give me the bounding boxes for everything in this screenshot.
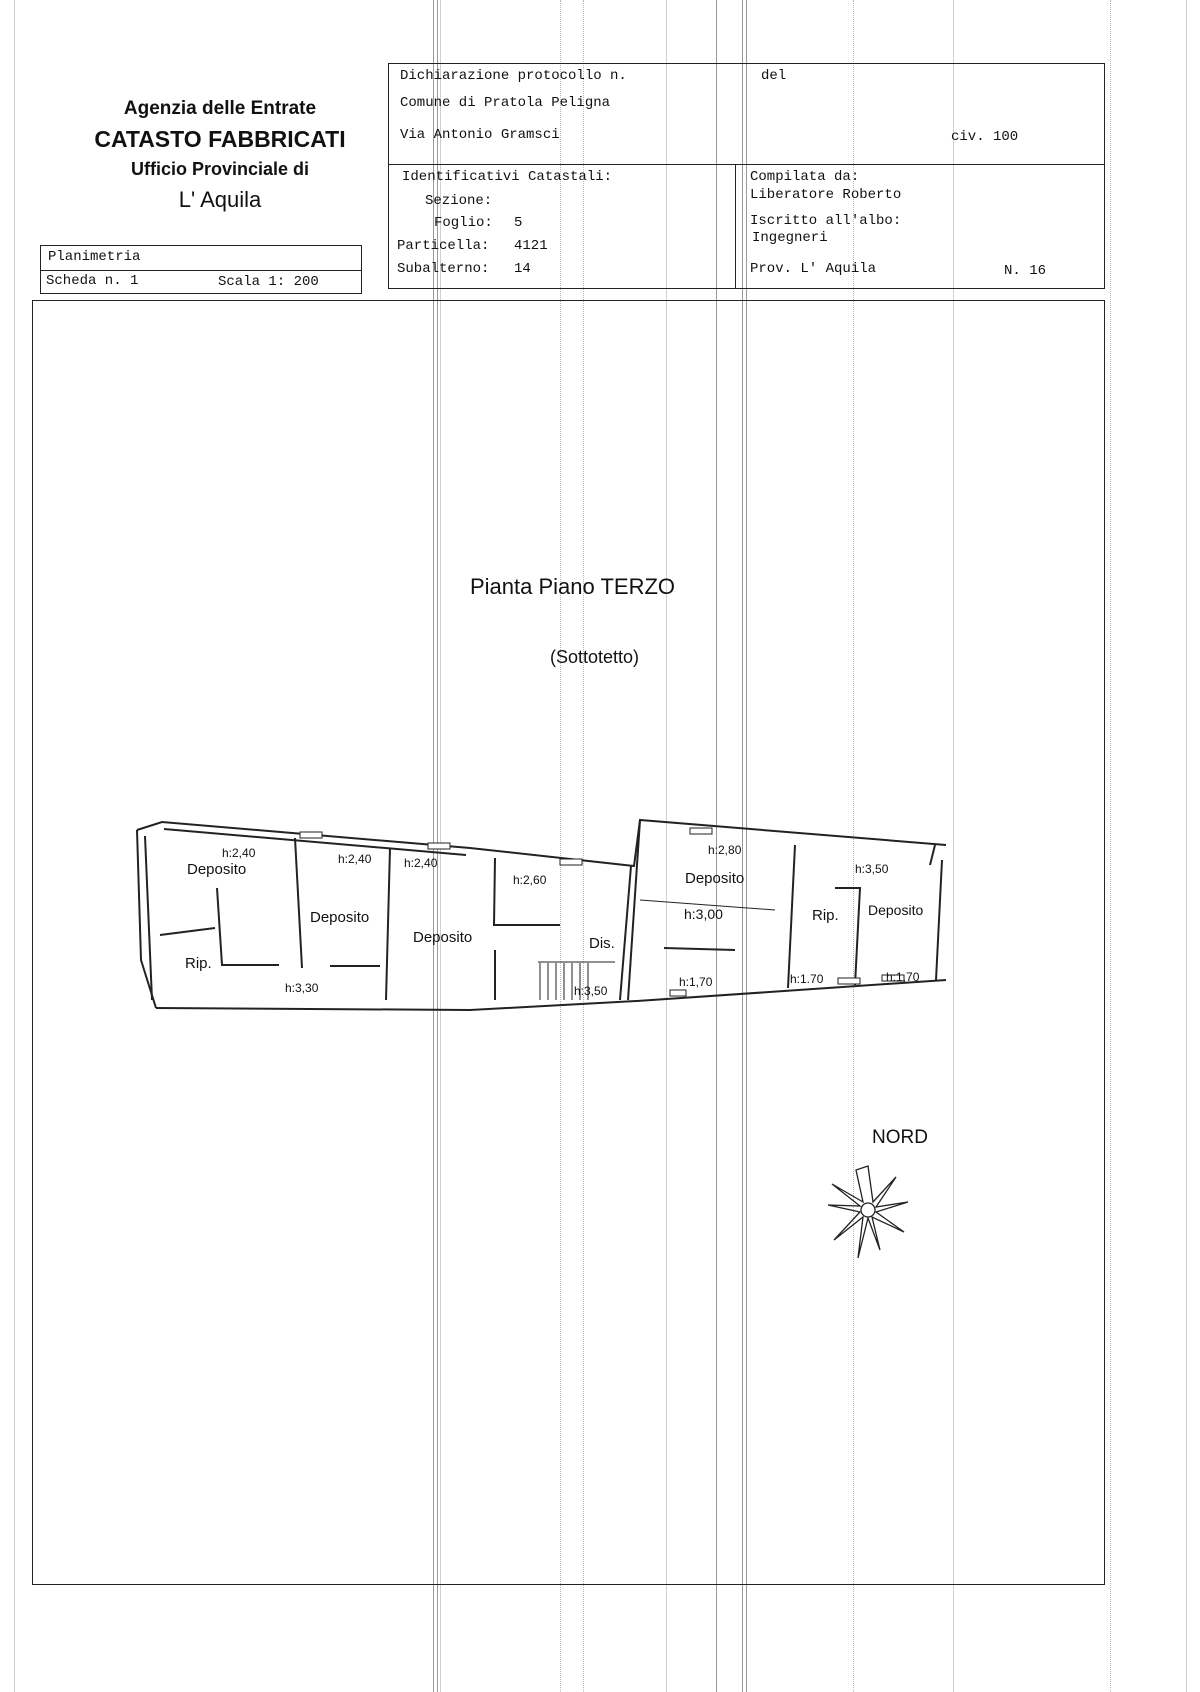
plan-title: Pianta Piano TERZO <box>470 574 676 599</box>
height-label: h:3,30 <box>285 981 319 995</box>
particella-label: Particella: <box>397 238 490 254</box>
compass-rose-icon <box>827 1165 909 1259</box>
document-type: Planimetria <box>48 249 141 265</box>
municipality: Comune di Pratola Peligna <box>400 95 611 111</box>
cadastral-identifiers-box: Identificativi Catastali: Sezione: Fogli… <box>388 164 736 289</box>
sheet-number: Scheda n. 1 <box>46 273 139 289</box>
street-address: Via Antonio Gramsci <box>400 127 560 143</box>
room-label: Dis. <box>589 935 615 952</box>
agency-office: Ufficio Provinciale di <box>130 159 310 179</box>
date-label: del <box>761 68 787 84</box>
height-label: h:3,50 <box>574 984 608 998</box>
civic-number: civ. 100 <box>951 129 1019 145</box>
height-label: h:2,40 <box>338 852 372 866</box>
subalterno-value: 14 <box>514 261 531 277</box>
sheet-scale-box: Scheda n. 1 Scala 1: 200 <box>40 270 362 294</box>
foglio-label: Foglio: <box>434 215 493 231</box>
scan-artifact-line <box>716 0 717 1692</box>
height-label: h:1,70 <box>679 975 713 989</box>
height-label: h:2,60 <box>513 873 547 887</box>
agency-department: CATASTO FABBRICATI <box>94 126 346 152</box>
scan-artifact-line <box>14 0 15 1692</box>
sezione-label: Sezione: <box>425 193 493 209</box>
north-wall <box>136 818 947 868</box>
north-label: NORD <box>872 1127 928 1148</box>
cadastral-heading: Identificativi Catastali: <box>402 169 613 185</box>
height-label: h:1.70 <box>790 972 824 986</box>
scan-artifact-line <box>1186 0 1187 1692</box>
height-label: h:3,00 <box>684 906 723 922</box>
subalterno-label: Subalterno: <box>397 261 490 277</box>
compiler-name: Liberatore Roberto <box>750 187 902 203</box>
agency-city: L' Aquila <box>178 187 262 212</box>
room-label: Rip. <box>812 907 839 924</box>
room-label: Rip. <box>185 955 212 972</box>
height-label: h:2,80 <box>708 843 742 857</box>
room-label: Deposito <box>310 909 370 926</box>
room-label: Deposito <box>413 929 473 946</box>
room-label: Deposito <box>868 902 924 918</box>
foglio-value: 5 <box>514 215 523 231</box>
register-value: Ingegneri <box>752 230 828 246</box>
protocol-label: Dichiarazione protocollo n. <box>400 68 627 84</box>
height-label: h:2,40 <box>222 846 256 860</box>
scan-artifact-line <box>583 0 585 1692</box>
south-wall <box>155 979 947 1012</box>
plan-subtitle: (Sottotetto) <box>550 647 640 667</box>
height-label: h:3,50 <box>855 862 889 876</box>
scan-artifact-line <box>742 0 743 1692</box>
particella-value: 4121 <box>514 238 548 254</box>
register-number: N. 16 <box>1004 263 1047 279</box>
scan-artifact-line <box>666 0 667 1692</box>
agency-name: Agenzia delle Entrate <box>123 98 317 119</box>
height-label: h:1,70 <box>886 970 920 984</box>
scan-artifact-line <box>853 0 855 1692</box>
drawing-frame <box>32 300 1105 1585</box>
compiler-box: Compilata da: Liberatore Roberto Iscritt… <box>735 164 1105 289</box>
declaration-box: Dichiarazione protocollo n. del Comune d… <box>388 63 1105 165</box>
register-label: Iscritto all'albo: <box>750 213 902 229</box>
scan-artifact-line <box>953 0 954 1692</box>
compiler-label: Compilata da: <box>750 169 860 185</box>
scale: Scala 1: 200 <box>218 274 319 290</box>
room-label: Deposito <box>187 861 247 878</box>
room-label: Deposito <box>685 870 745 887</box>
province: Prov. L' Aquila <box>750 261 877 277</box>
scan-artifact-line <box>560 0 562 1692</box>
scan-artifact-line <box>1110 0 1112 1692</box>
height-label: h:2,40 <box>404 856 438 870</box>
scan-artifact-line <box>746 0 747 1692</box>
